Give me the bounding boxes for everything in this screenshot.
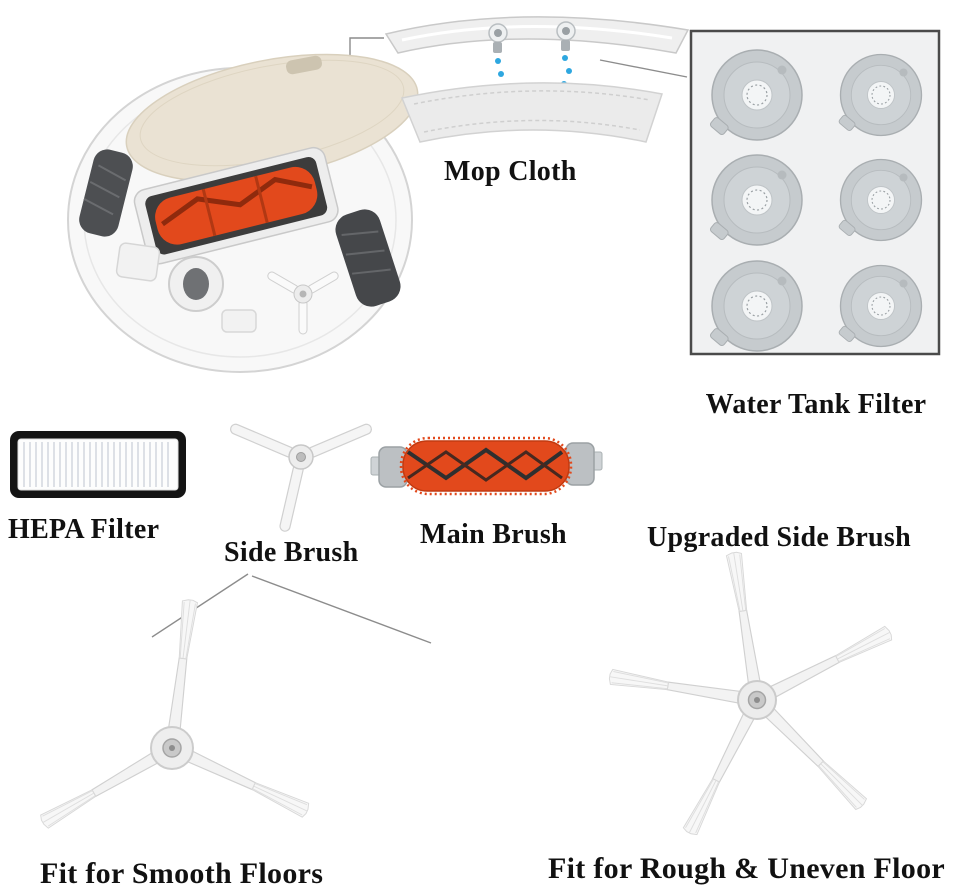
mop-cloth-part	[400, 82, 663, 143]
robot-main-brush	[133, 146, 339, 265]
mop-assembly-image	[384, 16, 690, 143]
smooth-floor-brush-image	[38, 598, 311, 830]
upgraded-side-brush-label: Upgraded Side Brush	[647, 522, 911, 553]
hepa-filter-label: HEPA Filter	[8, 514, 160, 545]
main-brush-label: Main Brush	[420, 519, 567, 550]
robot-wheels	[79, 149, 401, 307]
hepa-filter-image	[10, 431, 186, 498]
mop-cloth-label: Mop Cloth	[444, 156, 577, 187]
line-sidebrush-to-rough	[251, 575, 432, 644]
main-brush-image	[370, 436, 603, 496]
robot-vacuum-image	[67, 53, 419, 373]
line-mop-to-filterbox	[599, 59, 688, 78]
rough-floor-brush-image	[607, 550, 894, 837]
water-tank-filter-box	[689, 29, 941, 356]
line-sidebrush-to-smooth	[151, 573, 249, 638]
water-tank-filter-label: Water Tank Filter	[705, 389, 927, 420]
robot-side-brush	[267, 271, 339, 335]
fit-rough-floor-label: Fit for Rough & Uneven Floor	[548, 852, 945, 885]
fit-smooth-floors-label: Fit for Smooth Floors	[40, 857, 324, 889]
side-brush-image	[230, 423, 372, 532]
water-tank-bracket	[384, 16, 690, 54]
side-brush-label: Side Brush	[224, 537, 359, 568]
